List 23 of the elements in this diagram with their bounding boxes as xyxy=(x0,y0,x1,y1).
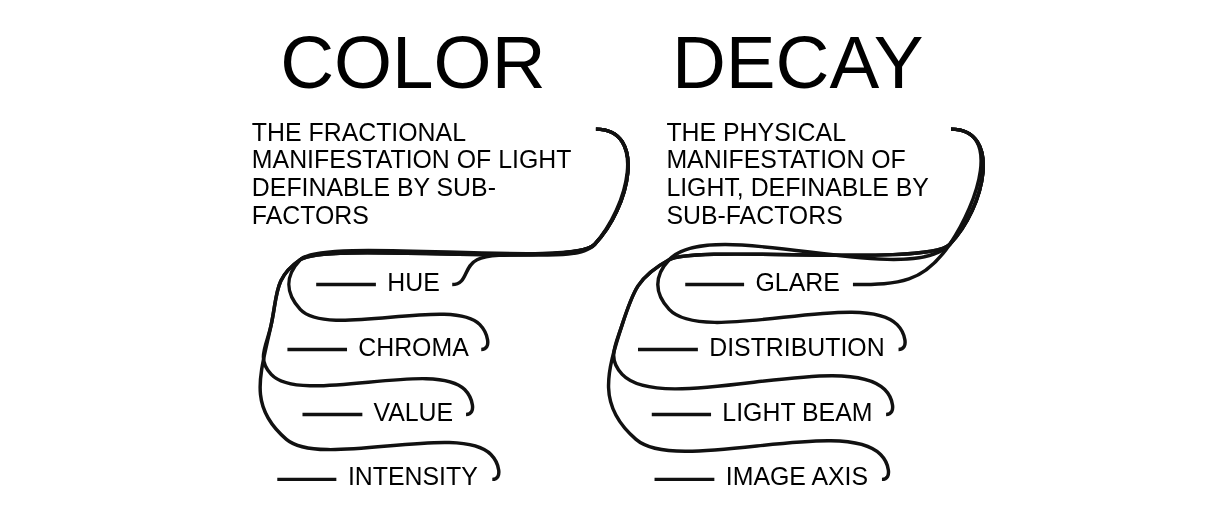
connector xyxy=(258,127,630,481)
connector xyxy=(656,127,985,351)
node-text: VALUE xyxy=(373,397,454,426)
node-text: COLOR THE FRACTIONAL MANIFESTATION OF LIGHT DEFINABLE BY SUB-FACTORS xyxy=(251,19,572,229)
connector xyxy=(654,477,715,482)
connector xyxy=(651,412,712,417)
connector xyxy=(685,282,745,287)
node-text: GLARE xyxy=(755,267,840,296)
connector xyxy=(316,282,376,287)
node-text: CHROMA xyxy=(358,332,469,361)
connector xyxy=(302,412,363,417)
connector xyxy=(638,347,698,352)
node-text: IMAGE AXIS xyxy=(725,462,869,491)
node-text: HUE xyxy=(387,267,440,296)
connector xyxy=(607,127,985,481)
node-text: INTENSITY xyxy=(347,462,478,491)
connector xyxy=(277,477,337,482)
node-text: DECAY THE PHYSICAL MANIFESTATION OF LIGHT, DEFINABLE BY SUB-FACTORS xyxy=(666,19,929,229)
node-text: LIGHT BEAM xyxy=(722,397,873,426)
connector xyxy=(852,127,983,287)
connector xyxy=(612,127,985,416)
connector xyxy=(287,347,347,352)
node-text: DISTRIBUTION xyxy=(709,332,885,361)
